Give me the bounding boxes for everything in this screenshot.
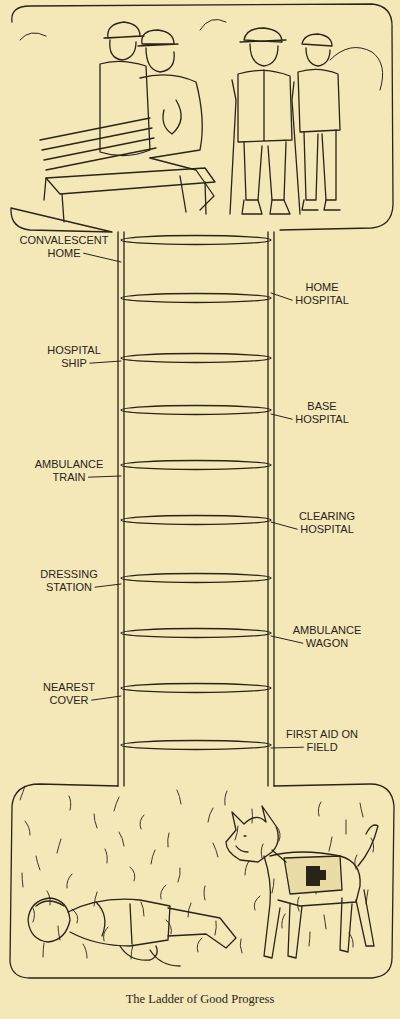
grass-texture [20, 786, 374, 959]
standing-figure [298, 34, 340, 210]
ladder-rung [121, 629, 271, 638]
stage-label: NEAREST COVER [28, 681, 110, 707]
grass-stroke [225, 791, 227, 805]
ladder-rungs [121, 236, 271, 750]
grass-stroke [141, 902, 144, 916]
grass-stroke [329, 837, 332, 851]
grass-stroke [43, 943, 44, 957]
stage-label: FIRST AID ON FIELD [286, 728, 358, 754]
grass-stroke [57, 839, 61, 853]
grass-stroke [25, 821, 30, 835]
grass-stroke [282, 914, 285, 928]
grass-stroke [151, 850, 155, 864]
grass-stroke [252, 809, 254, 823]
bench [40, 118, 215, 222]
stage-label: DRESSING STATION [28, 568, 110, 594]
stage-label: CLEARING HOSPITAL [286, 510, 368, 536]
grass-stroke [245, 861, 249, 875]
grass-stroke [178, 868, 180, 882]
stage-label: CONVALESCENT HOME [18, 234, 110, 260]
grass-stroke [33, 908, 35, 922]
grass-stroke [20, 786, 25, 800]
grass-stroke [298, 897, 300, 911]
ladder-rail [118, 232, 274, 786]
grass-stroke [318, 802, 321, 816]
leader-line [95, 584, 121, 587]
leader-line [90, 361, 121, 363]
grass-stroke [130, 867, 135, 881]
bottom-panel-outline [10, 784, 394, 978]
stage-label: AMBULANCE TRAIN [28, 458, 110, 484]
grass-stroke [69, 796, 71, 810]
grass-stroke [213, 843, 218, 857]
leader-line [271, 293, 292, 300]
caption: The Ladder of Good Progress [0, 992, 400, 1007]
grass-stroke [119, 832, 124, 846]
grass-stroke [208, 808, 213, 822]
stage-label: HOME HOSPITAL [286, 281, 358, 307]
red-cross-dog [226, 806, 378, 958]
grass-stroke [254, 896, 260, 910]
ladder-rung [121, 684, 271, 693]
grass-stroke [105, 849, 107, 863]
wounded-soldier [28, 898, 236, 966]
soldier-on-crutches [230, 28, 300, 214]
trees [20, 19, 383, 90]
grass-stroke [197, 938, 202, 952]
leader-line [271, 522, 297, 529]
grass-stroke [94, 892, 97, 906]
ladder-rung [121, 574, 271, 583]
stage-label: HOSPITAL SHIP [38, 344, 110, 370]
grass-stroke [114, 797, 119, 811]
grass-stroke [188, 903, 191, 917]
ladder-rung [121, 354, 271, 363]
grass-stroke [215, 921, 216, 935]
grass-stroke [72, 909, 78, 923]
grass-stroke [94, 814, 97, 828]
grass-stroke [261, 844, 263, 858]
grass-stroke [177, 790, 181, 804]
grass-stroke [67, 874, 72, 888]
ladder-rung [121, 294, 271, 303]
grass-stroke [22, 873, 23, 887]
seated-soldiers [100, 22, 214, 212]
grass-stroke [309, 932, 310, 946]
grass-stroke [360, 803, 363, 817]
top-panel-outline [11, 4, 393, 232]
grass-stroke [240, 939, 242, 953]
grass-stroke [83, 944, 87, 958]
ladder-rung [121, 236, 271, 245]
leader-line [271, 414, 292, 419]
ladder-rung [121, 516, 271, 525]
grass-stroke [272, 879, 274, 893]
stage-label: AMBULANCE WAGON [286, 624, 368, 650]
grass-stroke [346, 820, 347, 834]
grass-stroke [161, 885, 166, 899]
leader-line [271, 747, 303, 749]
grass-stroke [168, 833, 169, 847]
grass-stroke [140, 815, 144, 829]
leader-line [84, 253, 122, 262]
ladder-rung [121, 406, 271, 415]
leader-line [92, 696, 121, 700]
grass-stroke [204, 886, 205, 900]
leader-line [271, 636, 303, 643]
stage-label: BASE HOSPITAL [286, 400, 358, 426]
grass-stroke [36, 856, 40, 870]
ladder-rung [121, 461, 271, 470]
leader-line [89, 476, 122, 477]
grass-stroke [324, 915, 326, 929]
ladder-rung [121, 741, 271, 750]
